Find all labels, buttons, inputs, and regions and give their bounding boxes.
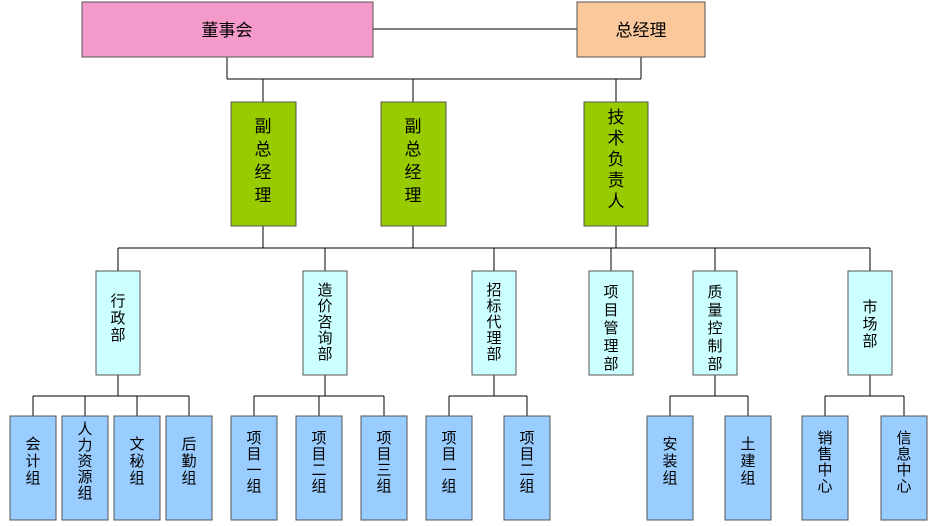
node-group-bidding-2: 项目二组 [503, 415, 551, 521]
node-technical-director: 技术负责人 [583, 101, 649, 227]
node-group-info-center: 信息中心 [880, 415, 928, 521]
group-accounting-label: 会计组 [25, 435, 40, 487]
node-group-secretarial: 文秘组 [113, 415, 161, 521]
connector-lines [32, 28, 905, 416]
group-info-label: 信息中心 [896, 429, 911, 495]
node-group-cost-3: 项目三组 [360, 415, 408, 521]
group-sales-label: 销售中心 [817, 429, 832, 495]
node-group-cost-2: 项目二组 [295, 415, 343, 521]
board-label: 董事会 [202, 21, 253, 41]
dept-project-label: 项目管理部 [603, 283, 618, 373]
group-secretarial-label: 文秘组 [129, 435, 144, 487]
node-dept-admin: 行政部 [95, 270, 141, 376]
node-dept-project-management: 项目管理部 [588, 270, 634, 376]
vice-gm-2-label: 副总经理 [405, 117, 422, 206]
group-bidding-2-label: 项目二组 [519, 429, 534, 495]
node-dept-quality-control: 质量控制部 [692, 270, 738, 376]
node-group-installation: 安装组 [646, 415, 694, 521]
group-bidding-1-label: 项目一组 [441, 429, 456, 495]
node-group-civil: 土建组 [724, 415, 772, 521]
node-general-manager: 总经理 [576, 1, 706, 58]
dept-cost-label: 造价咨询部 [317, 281, 332, 363]
node-dept-cost-consulting: 造价咨询部 [302, 270, 348, 376]
node-group-accounting: 会计组 [9, 415, 57, 521]
node-board: 董事会 [81, 1, 374, 58]
group-cost-2-label: 项目二组 [311, 429, 326, 495]
gm-label: 总经理 [616, 21, 667, 41]
group-civil-label: 土建组 [740, 435, 755, 487]
group-cost-3-label: 项目三组 [376, 429, 391, 495]
node-dept-bidding-agency: 招标代理部 [471, 270, 517, 376]
dept-quality-label: 质量控制部 [707, 283, 722, 373]
dept-market-label: 市场部 [862, 298, 877, 350]
node-vice-gm-2: 副总经理 [380, 101, 447, 227]
node-group-logistics: 后勤组 [165, 415, 213, 521]
node-group-hr: 人力资源组 [61, 415, 109, 521]
node-group-bidding-1: 项目一组 [425, 415, 473, 521]
technical-director-label: 技术负责人 [608, 108, 625, 212]
vice-gm-1-label: 副总经理 [255, 117, 272, 206]
dept-admin-label: 行政部 [110, 292, 125, 344]
dept-bidding-label: 招标代理部 [486, 281, 501, 363]
node-vice-gm-1: 副总经理 [230, 101, 297, 227]
group-cost-1-label: 项目一组 [246, 429, 261, 495]
node-dept-market: 市场部 [847, 270, 893, 376]
group-logistics-label: 后勤组 [181, 435, 196, 487]
node-group-cost-1: 项目一组 [230, 415, 278, 521]
node-group-sales-center: 销售中心 [801, 415, 849, 521]
group-installation-label: 安装组 [662, 435, 677, 487]
group-hr-label: 人力资源组 [77, 420, 92, 502]
